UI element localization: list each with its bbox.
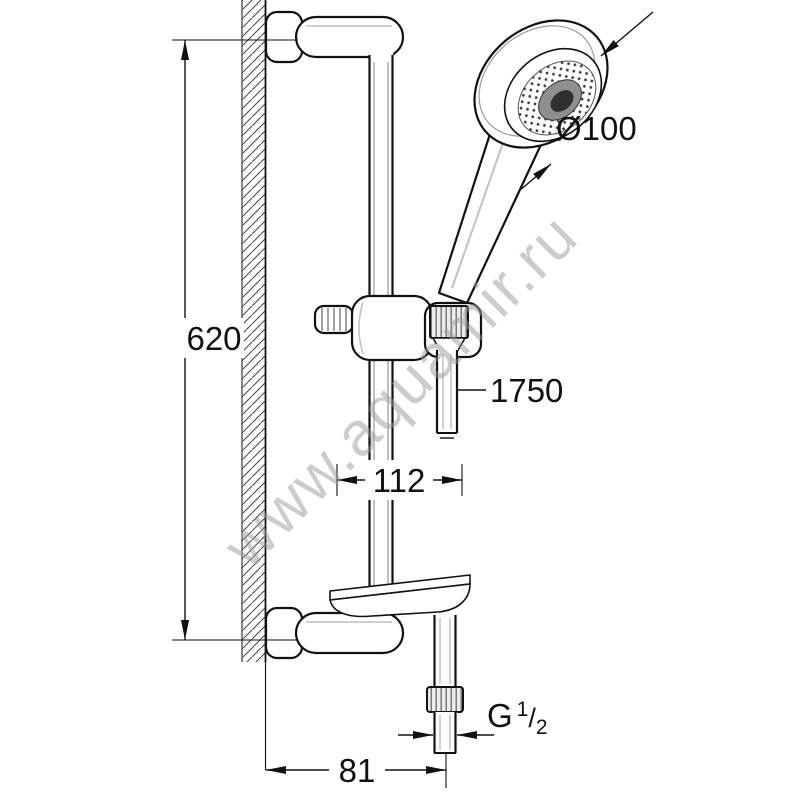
dim-hose-length-label: 1750 <box>490 372 563 409</box>
dimension-bottom-offset: 81 <box>266 750 447 790</box>
thread-slash: / <box>528 703 536 733</box>
dimension-rail-height: 620 <box>172 39 298 641</box>
soap-dish <box>329 574 471 618</box>
dim-112-label: 112 <box>373 462 426 499</box>
label-bg <box>329 750 385 790</box>
label-bg <box>365 460 433 500</box>
hand-shower <box>437 19 609 305</box>
upper-shower-hose <box>435 344 459 439</box>
lower-hose-fill <box>433 615 457 688</box>
spray-center-cap <box>550 90 574 112</box>
dim-diameter-label: Ø100 <box>556 110 637 147</box>
top-rail-arm <box>294 15 405 59</box>
dimension-head-diameter: Ø100 <box>518 11 654 192</box>
wall-hatch <box>242 0 265 662</box>
thread-connector-nut <box>426 686 464 713</box>
dimension-hose-length: 1750 <box>457 372 563 409</box>
wall-section <box>241 0 267 770</box>
dim-620-label: 620 <box>186 320 241 357</box>
bottom-rail-arm <box>294 611 405 655</box>
lower-shower-hose <box>426 615 464 754</box>
soap-dish-tray <box>329 583 471 618</box>
handle-highlight <box>451 139 505 289</box>
holder-body-contour <box>358 301 364 355</box>
label-bg <box>184 318 244 358</box>
dimension-holder-width: 112 <box>336 460 463 500</box>
glide-holder <box>313 294 483 362</box>
upper-hose-fill <box>436 344 458 433</box>
dim-81-label: 81 <box>339 752 376 789</box>
thread-prefix: G <box>487 697 513 734</box>
hose-tail-fill <box>433 712 457 753</box>
thread-numerator: 1 <box>517 698 529 721</box>
thread-denominator: 2 <box>536 716 548 739</box>
dia-arrow-upper <box>600 11 654 57</box>
dia-arrow-lower <box>518 163 552 192</box>
